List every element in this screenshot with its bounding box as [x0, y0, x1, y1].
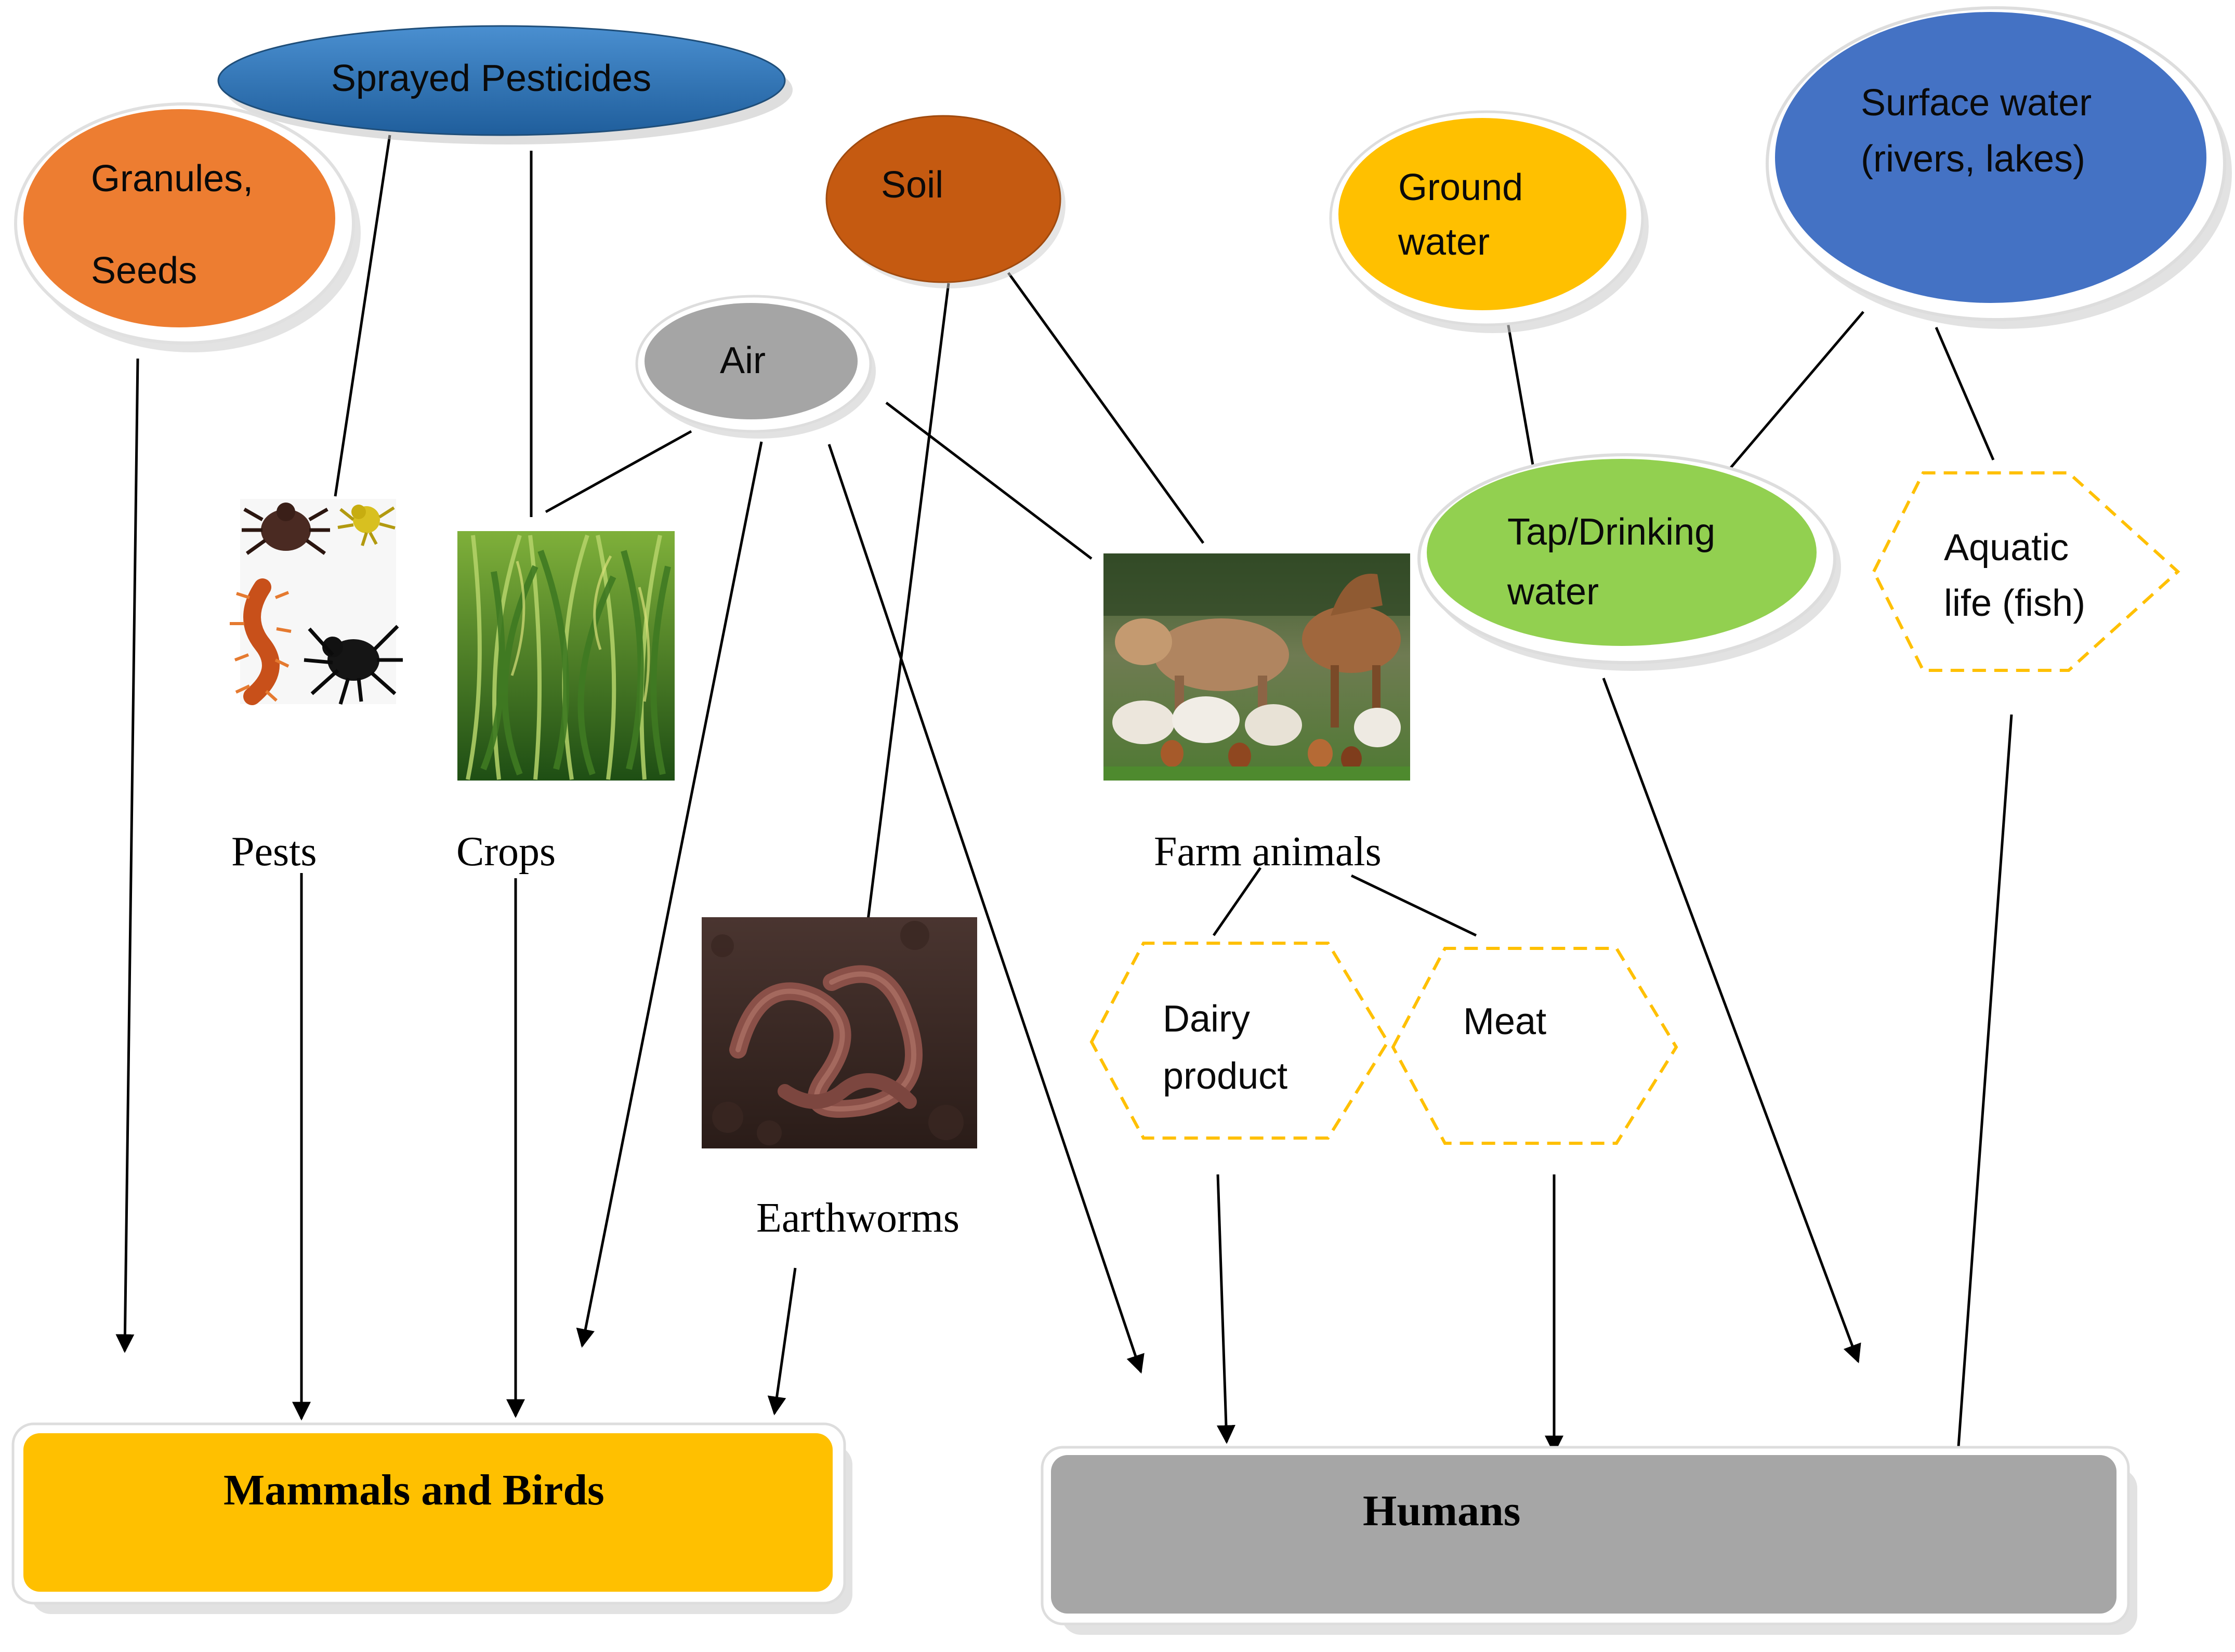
connector-lines: [334, 135, 1995, 937]
line-surface-tap: [1714, 311, 1864, 487]
horse-icon: [1302, 574, 1401, 728]
aquatic-label-line1: Aquatic: [1944, 527, 2069, 569]
black-spider-icon: [304, 625, 403, 705]
crops-label: Crops: [456, 829, 556, 875]
node-sprayed-pesticides: Sprayed Pesticides: [217, 25, 793, 144]
humans-label: Humans: [1363, 1487, 1520, 1535]
aquatic-label-line2: life (fish): [1944, 583, 2085, 624]
meat-label: Meat: [1463, 1001, 1546, 1042]
farm-animals-image: [1103, 553, 1410, 781]
line-soil-farm: [1007, 272, 1205, 544]
surface-water-label-line2: (rivers, lakes): [1861, 138, 2085, 180]
node-dairy-product: Dairy product: [1089, 942, 1390, 1140]
chicken-icon: [1161, 739, 1362, 771]
sheep-icon: [1112, 696, 1401, 747]
arrow-air-mammals: [576, 441, 763, 1348]
tap-water-label-line1: Tap/Drinking: [1507, 511, 1715, 553]
centipede-icon: [230, 578, 292, 705]
dairy-label-line1: Dairy: [1163, 998, 1250, 1040]
line-air-crops: [545, 430, 692, 513]
line-farm-dairy: [1212, 867, 1262, 936]
yellow-spider-icon: [337, 505, 396, 546]
arrow-air-humans: [827, 444, 1145, 1374]
dairy-label-line2: product: [1163, 1055, 1287, 1097]
node-meat: Meat: [1391, 947, 1678, 1145]
humans-box: Humans: [1041, 1446, 2137, 1635]
line-soil-earthworms: [866, 283, 950, 920]
pests-image: [230, 499, 403, 705]
node-soil: Soil: [825, 115, 1066, 288]
node-granules-seeds: Granules, Seeds: [14, 102, 361, 352]
soil-label: Soil: [881, 164, 943, 206]
cow-icon: [1115, 618, 1289, 712]
granules-label-line1: Granules,: [91, 158, 253, 200]
line-surface-aquatic: [1935, 327, 1995, 460]
sprayed-pesticides-label: Sprayed Pesticides: [331, 58, 651, 99]
line-air-farm: [885, 402, 1093, 560]
arrow-tap-humans: [1602, 678, 1861, 1364]
surface-water-label-line1: Surface water: [1861, 82, 2092, 124]
arrows: [115, 358, 2013, 1470]
node-ground-water: Ground water: [1329, 110, 1649, 333]
arrow-granules-mammals: [115, 358, 139, 1353]
pests-label: Pests: [231, 829, 317, 875]
farm-animals-label: Farm animals: [1154, 829, 1382, 875]
line-groundwater-tap: [1506, 319, 1535, 468]
arrow-dairy-humans: [1216, 1174, 1235, 1444]
earthworms-label: Earthworms: [756, 1195, 959, 1241]
air-label: Air: [720, 340, 766, 381]
tap-water-label-line2: water: [1507, 571, 1599, 613]
arrow-earthworms-mammals: [767, 1267, 797, 1416]
line-farm-meat: [1350, 874, 1477, 937]
node-air: Air: [635, 295, 876, 439]
line-sprayed-pests: [334, 135, 391, 497]
crops-image: [457, 531, 675, 781]
node-tap-water: Tap/Drinking water: [1417, 453, 1841, 671]
beetle-icon: [242, 503, 330, 555]
earthworm-icon: [729, 965, 923, 1118]
earthworms-image: [702, 917, 977, 1148]
node-surface-water: Surface water (rivers, lakes): [1766, 6, 2232, 329]
arrow-aquatic-humans: [1949, 714, 2013, 1470]
node-aquatic-life: Aquatic life (fish): [1872, 471, 2180, 672]
ground-water-label-line1: Ground: [1398, 167, 1523, 208]
ground-water-label-line2: water: [1398, 221, 1490, 263]
mammals-birds-box: Mammals and Birds: [11, 1422, 852, 1614]
mammals-birds-label: Mammals and Birds: [224, 1466, 604, 1514]
granules-label-line2: Seeds: [91, 250, 197, 292]
